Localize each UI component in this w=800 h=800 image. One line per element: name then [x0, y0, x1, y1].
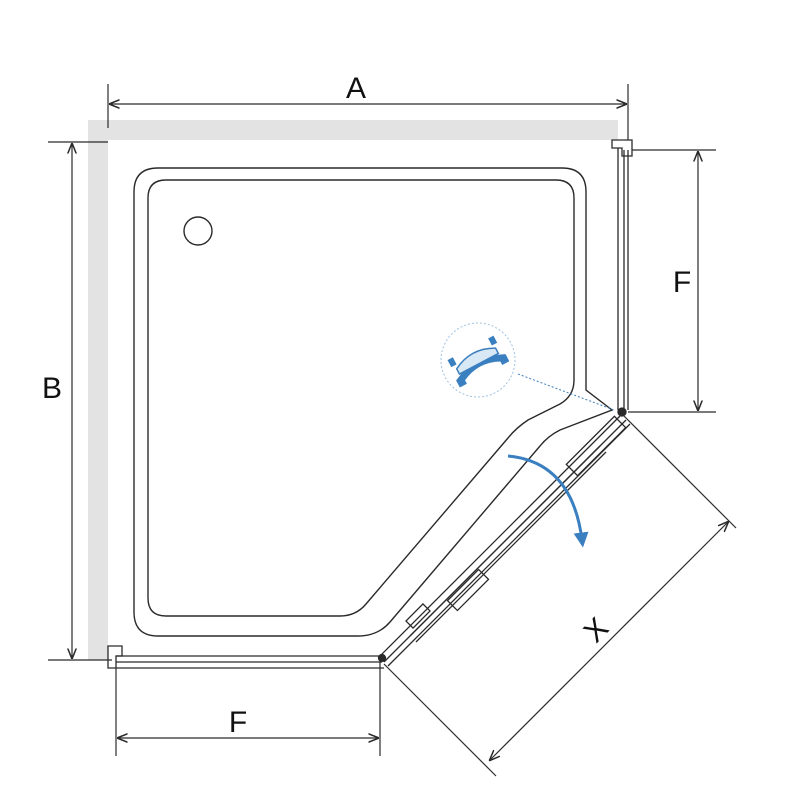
profile-cross-section-icon — [447, 335, 510, 388]
wall-left — [88, 120, 108, 660]
tray-inner-edge — [147, 179, 575, 617]
enclosure-frame — [107, 139, 633, 669]
dim-x-line — [490, 522, 728, 760]
label-x: X — [578, 612, 615, 649]
callout-leader-line — [517, 373, 615, 411]
door-handle — [446, 568, 490, 612]
tray-outer-edge — [133, 167, 614, 637]
door-hinge-top — [565, 415, 627, 477]
label-f-right: F — [673, 266, 691, 299]
profile-detail-callout — [440, 322, 615, 411]
bottom-wall-profile — [107, 645, 123, 669]
label-b: B — [42, 372, 62, 405]
door-hinge-bottom — [405, 603, 431, 629]
shower-tray — [133, 167, 614, 637]
door-line-4 — [409, 445, 601, 637]
label-a: A — [346, 72, 366, 105]
walls — [88, 120, 618, 660]
corner-joint-bottom — [377, 653, 387, 663]
right-wall-profile — [611, 139, 633, 157]
dim-x-ext-bottom — [383, 663, 497, 777]
drain-icon — [183, 216, 213, 246]
corner-joint-right — [617, 407, 627, 417]
dimensions — [48, 84, 737, 777]
label-f-bottom: F — [229, 706, 247, 739]
wall-top — [88, 120, 618, 140]
dim-x-ext-top — [623, 415, 737, 529]
